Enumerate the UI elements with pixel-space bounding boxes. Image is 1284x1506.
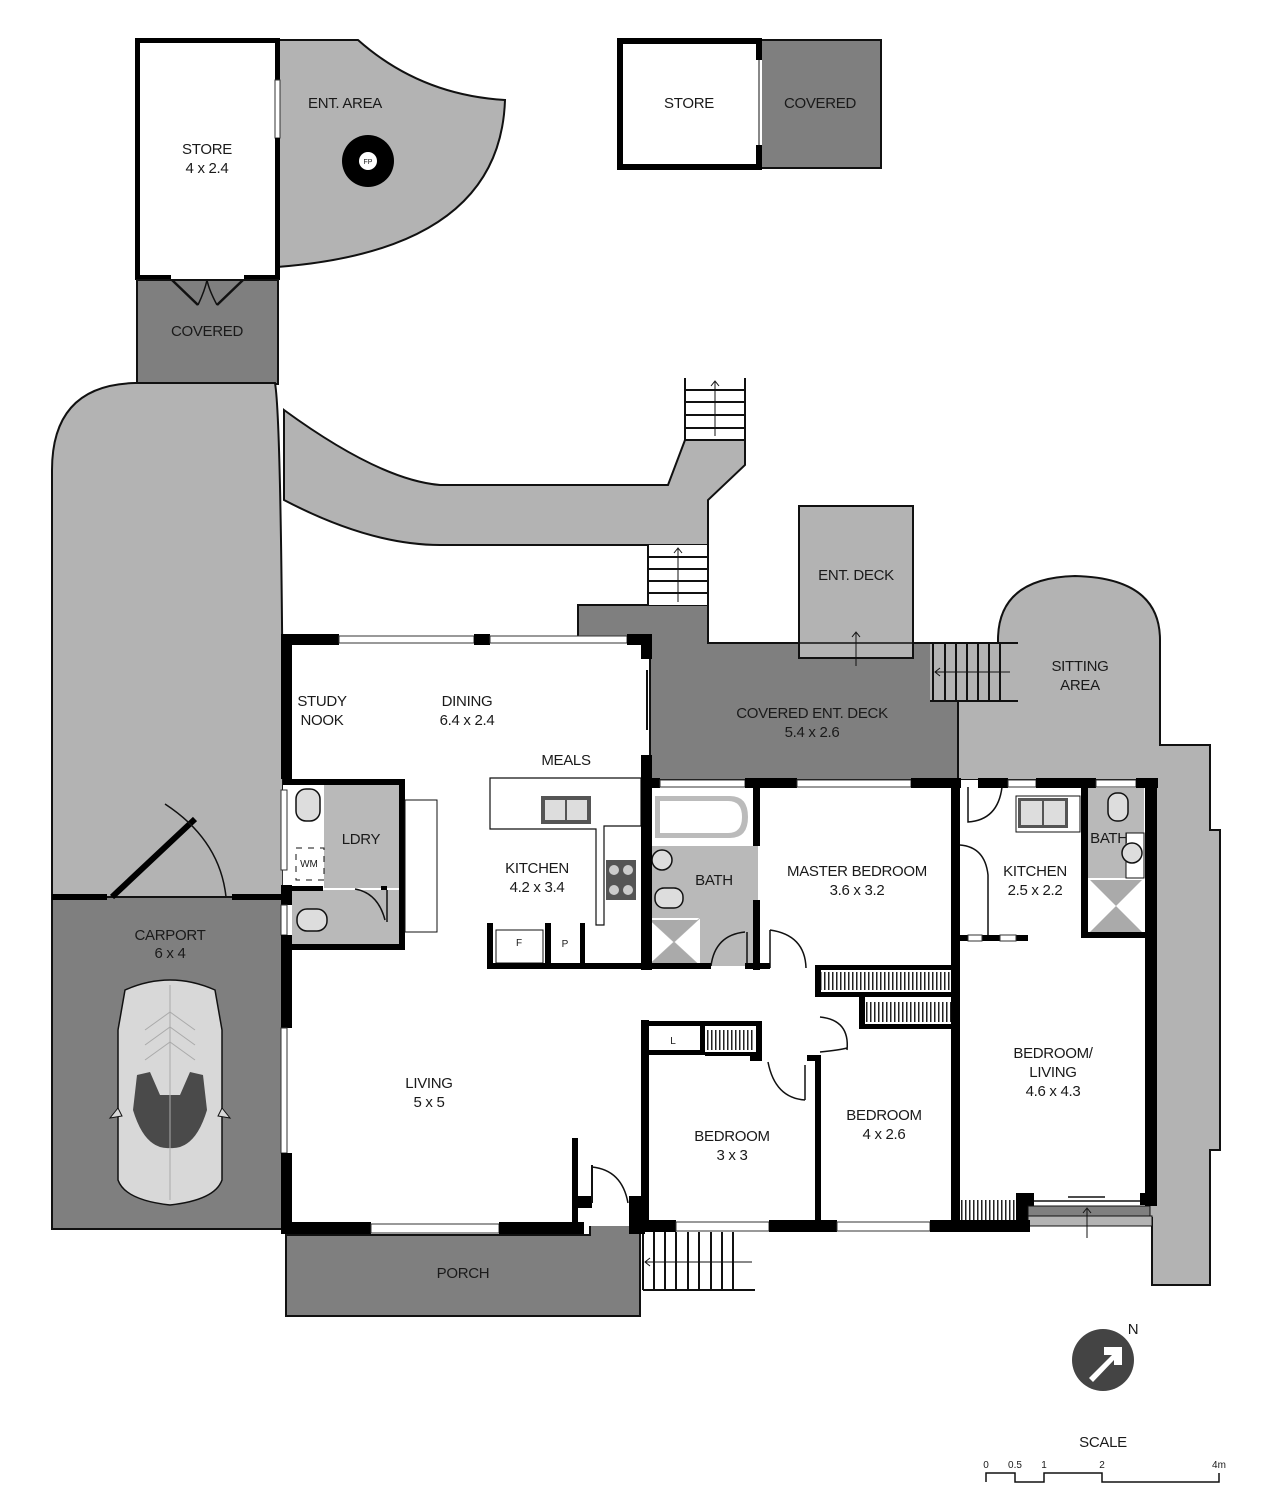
master-bedroom: MASTER BEDROOM 3.6 x 3.2 (769, 863, 955, 997)
fireplace-icon (359, 152, 377, 170)
north-arrow-icon: N (1072, 1321, 1139, 1391)
stairs-porch[interactable] (642, 1232, 755, 1291)
car-icon (108, 979, 232, 1206)
cooktop-icon (606, 860, 636, 900)
store-main-dims: 4 x 2.4 (186, 160, 229, 177)
living-dims: 5 x 5 (413, 1094, 444, 1111)
covered-ent-deck-dims: 5.4 x 2.6 (785, 724, 840, 741)
kitchen2: KITCHEN 2.5 x 2.2 (958, 786, 1081, 942)
walls (280, 634, 1158, 1234)
fridge-label: F (516, 938, 522, 949)
master-bedroom-name: MASTER BEDROOM (787, 863, 927, 880)
kitchen-name: KITCHEN (505, 860, 569, 877)
fridge-space (495, 929, 544, 964)
porch-label: PORCH (437, 1265, 490, 1282)
washing-machine-icon (295, 847, 325, 881)
basin2-icon (1121, 842, 1143, 864)
ent-deck-label: ENT. DECK (818, 567, 894, 584)
room-labels: STUDY NOOK DINING 6.4 x 2.4 MEALS LIVING… (297, 693, 1094, 1164)
scale-tick-2: 1 (1041, 1460, 1047, 1471)
meals-label: MEALS (541, 752, 591, 769)
linen-cupboard: L (643, 1021, 806, 1101)
kitchen: F P KITCHEN 4.2 x 3.4 (487, 777, 642, 968)
linen-label: L (670, 1036, 676, 1047)
shower2-icon (1090, 880, 1142, 932)
laundry-label: LDRY (342, 831, 381, 848)
covered-store-label: COVERED (171, 323, 244, 340)
study-nook-line2: NOOK (301, 712, 344, 729)
scale-tick-1: 0.5 (1008, 1460, 1022, 1471)
scale-title: SCALE (1079, 1434, 1127, 1451)
bedroom-living-dims: 4.6 x 4.3 (1026, 1083, 1081, 1100)
basin-icon (651, 849, 673, 871)
covered-ent-deck-name: COVERED ENT. DECK (736, 705, 888, 722)
carport-name: CARPORT (135, 927, 206, 944)
scale-tick-0: 0 (983, 1460, 989, 1471)
stairs-upper[interactable] (684, 378, 746, 441)
washer-label: WM (300, 859, 318, 870)
bedroom-4x26-dims: 4 x 2.6 (863, 1126, 906, 1143)
bedroom-3x3-name: BEDROOM (694, 1128, 769, 1145)
bath: BATH (647, 786, 760, 970)
store-small: STORE COVERED (617, 38, 882, 170)
laundry-tub-icon (295, 788, 321, 822)
shower-icon (650, 920, 698, 964)
bedroom-3x3-dims: 3 x 3 (716, 1147, 747, 1164)
laundry: WM LDRY (283, 779, 438, 950)
kitchen2-name: KITCHEN (1003, 863, 1067, 880)
toilet-icon (654, 887, 684, 909)
ent-deck: ENT. DECK (798, 505, 914, 666)
scale-bar: SCALE 0 0.5 1 2 4m (983, 1434, 1226, 1483)
master-bedroom-dims: 3.6 x 3.2 (830, 882, 885, 899)
dining-dims: 6.4 x 2.4 (440, 712, 495, 729)
carport: CARPORT 6 x 4 (51, 803, 284, 1230)
ent-area-label: ENT. AREA (308, 95, 382, 112)
bath-label: BATH (695, 872, 733, 889)
store-main: STORE 4 x 2.4 (135, 38, 281, 280)
toilet2-icon (1107, 792, 1129, 822)
sitting-area-line2: AREA (1060, 677, 1100, 694)
carport-dims: 6 x 4 (154, 945, 185, 962)
stairs-sitting[interactable] (930, 642, 1018, 702)
store-small-label: STORE (664, 95, 714, 112)
covered-store-area: COVERED (136, 279, 279, 385)
stairs-middle[interactable] (647, 545, 709, 605)
bedroom-living-line1: BEDROOM/ (1013, 1045, 1093, 1062)
ent-area: FP ENT. AREA (276, 39, 507, 269)
bedroom-living-line2: LIVING (1029, 1064, 1076, 1081)
dining-name: DINING (442, 693, 493, 710)
scale-tick-4: 4m (1212, 1460, 1226, 1471)
bath2-label: BATH (1090, 830, 1128, 847)
toilet-icon (296, 908, 328, 932)
covered-small-label: COVERED (784, 95, 857, 112)
bedroom-4x26-name: BEDROOM (846, 1107, 921, 1124)
store-main-name: STORE (182, 141, 232, 158)
scale-tick-3: 2 (1099, 1460, 1105, 1471)
living-name: LIVING (405, 1075, 452, 1092)
bedroom-living-robe (960, 1193, 1153, 1238)
pantry-label: P (562, 939, 569, 950)
sitting-area-line1: SITTING (1051, 658, 1108, 675)
bath2: BATH (1081, 785, 1151, 938)
compass-label: N (1128, 1321, 1139, 1338)
kitchen2-dims: 2.5 x 2.2 (1008, 882, 1063, 899)
fireplace-label: FP (364, 159, 373, 166)
study-nook-line1: STUDY (297, 693, 347, 710)
bedroom-4x26-robe (819, 997, 955, 1053)
kitchen-dims: 4.2 x 3.4 (510, 879, 565, 896)
